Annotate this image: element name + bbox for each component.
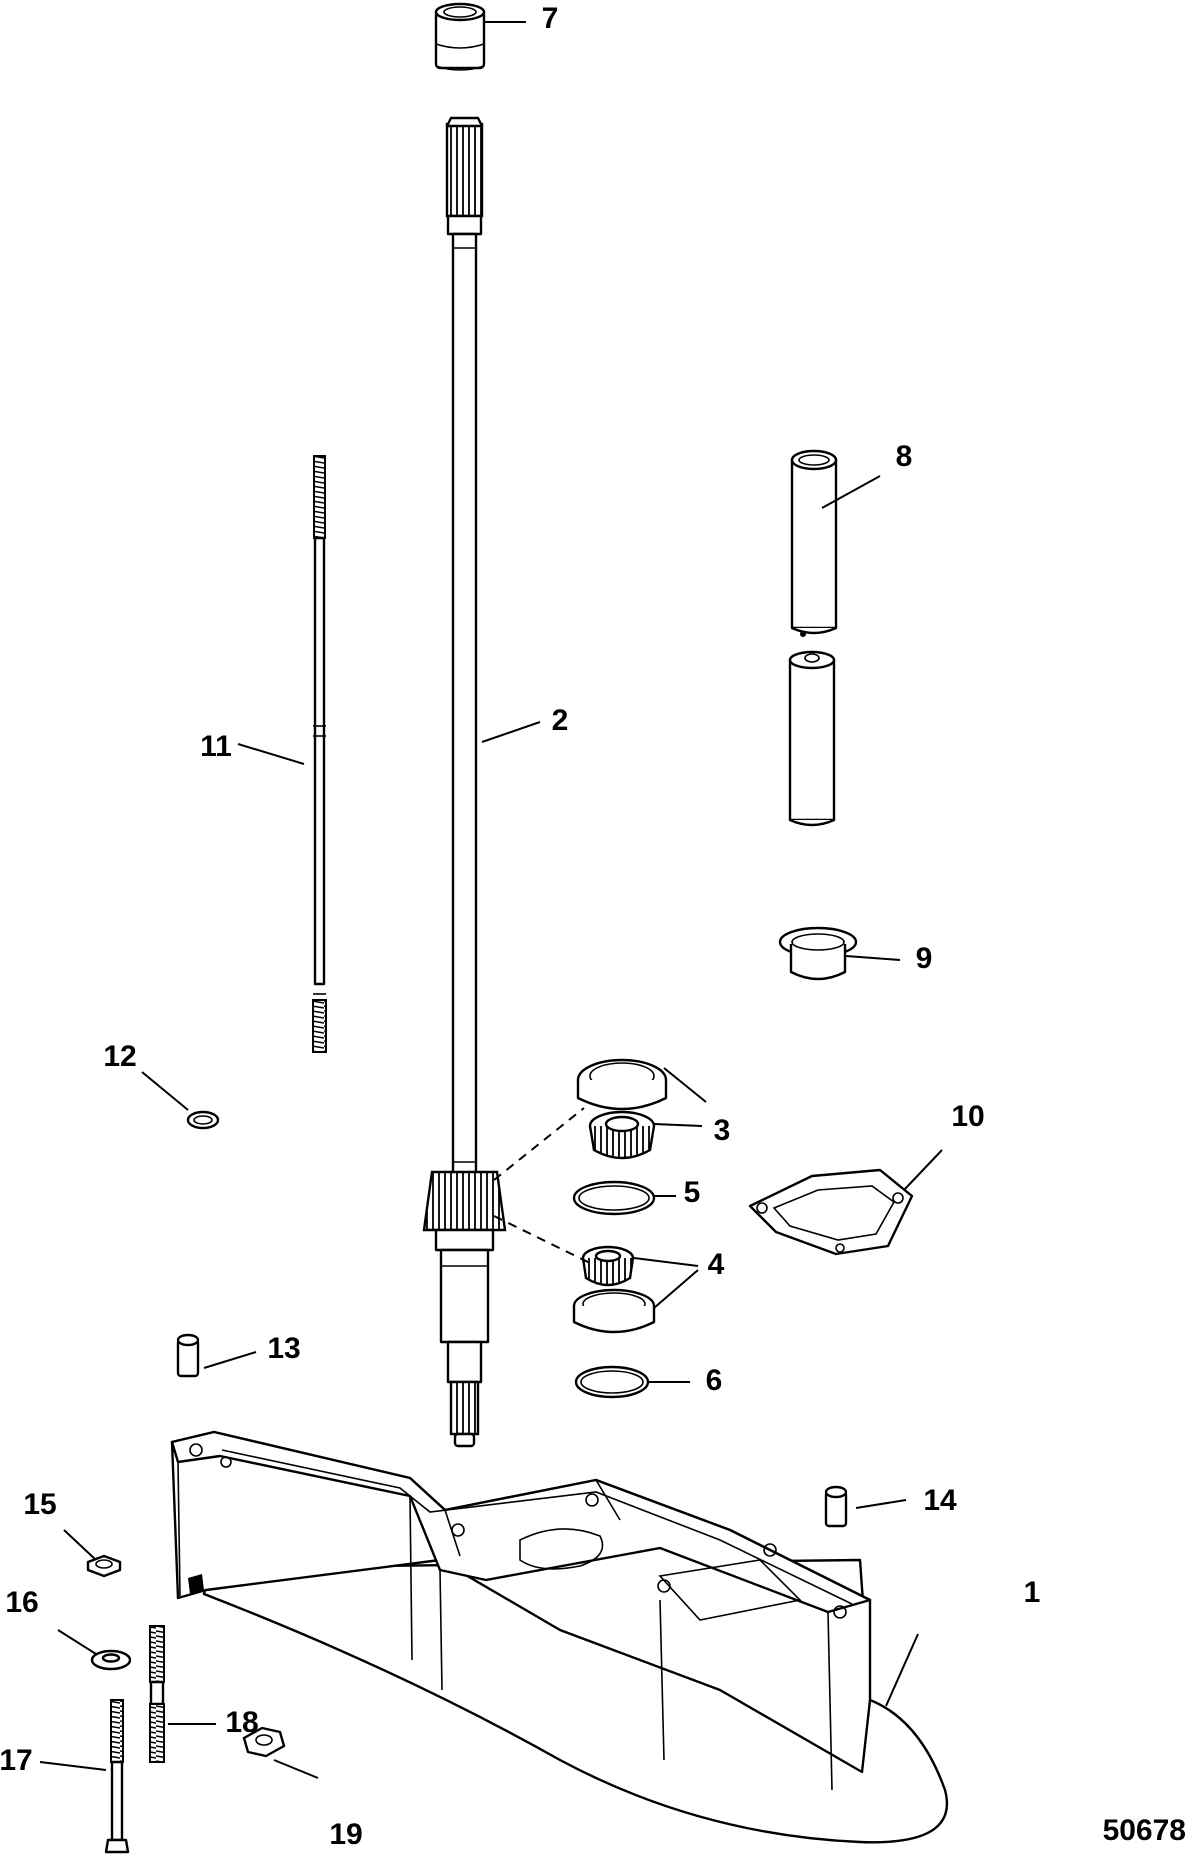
callout-8: 8 bbox=[896, 440, 913, 473]
figure-number: 50678 bbox=[1103, 1814, 1186, 1847]
callout-10: 10 bbox=[951, 1100, 984, 1133]
callout-16: 16 bbox=[5, 1586, 38, 1619]
part-17-bolt bbox=[104, 1699, 130, 1854]
assembly-lines bbox=[493, 1107, 593, 1265]
part-5-o-ring bbox=[572, 1180, 656, 1216]
callout-labels: 1 2 3 4 5 6 7 8 9 10 11 12 13 14 15 16 1… bbox=[0, 2, 1040, 1851]
part-18-stud bbox=[149, 1625, 165, 1763]
part-3-bearing-cup bbox=[576, 1058, 668, 1111]
callout-12: 12 bbox=[103, 1040, 136, 1073]
part-12-retainer bbox=[186, 1110, 220, 1130]
part-11-shift-shaft bbox=[312, 455, 327, 1053]
part-3-tapered-bearing bbox=[588, 1110, 656, 1160]
callout-19: 19 bbox=[329, 1818, 362, 1851]
callout-6: 6 bbox=[706, 1364, 723, 1397]
part-15-nut bbox=[86, 1554, 122, 1578]
part-5-o-ring-inner bbox=[578, 1185, 650, 1211]
callout-4: 4 bbox=[708, 1248, 725, 1281]
callout-3: 3 bbox=[714, 1114, 731, 1147]
callout-14: 14 bbox=[923, 1484, 957, 1517]
part-10-gasket bbox=[748, 1168, 914, 1256]
part-4-tapered-bearing bbox=[581, 1245, 635, 1287]
callout-5: 5 bbox=[684, 1176, 701, 1209]
part-19-nut bbox=[242, 1726, 286, 1758]
callout-13: 13 bbox=[267, 1332, 300, 1365]
callout-18: 18 bbox=[225, 1706, 258, 1739]
callout-15: 15 bbox=[23, 1488, 56, 1521]
part-9-seal bbox=[778, 926, 858, 981]
part-8-water-tube-lower bbox=[788, 650, 836, 827]
part-6-o-ring-inner bbox=[580, 1370, 644, 1394]
callout-11: 11 bbox=[200, 730, 232, 763]
part-16-washer bbox=[90, 1649, 132, 1671]
part-13-dowel-pin bbox=[176, 1333, 200, 1378]
part-8-water-tube bbox=[790, 449, 838, 637]
part-2-drive-shaft bbox=[422, 116, 507, 1448]
callout-7: 7 bbox=[542, 2, 559, 35]
callout-17: 17 bbox=[0, 1744, 33, 1777]
callout-9: 9 bbox=[916, 942, 933, 975]
part-14-dowel-pin bbox=[824, 1485, 848, 1528]
part-7-bushing bbox=[434, 2, 486, 71]
part-4-bearing-cup bbox=[572, 1288, 656, 1334]
callout-1: 1 bbox=[1024, 1576, 1041, 1609]
part-1-driveshaft-housing bbox=[170, 1430, 949, 1844]
leader-lines bbox=[39, 21, 943, 1779]
callout-2: 2 bbox=[552, 704, 569, 737]
